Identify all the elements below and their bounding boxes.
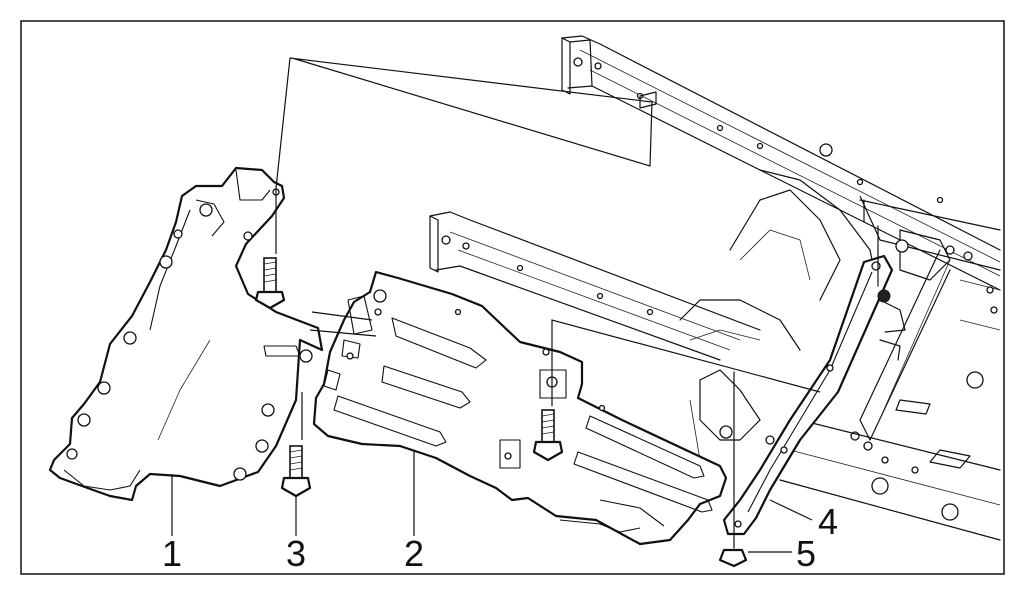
callout-3: 3	[286, 533, 306, 574]
callout-5: 5	[796, 533, 816, 574]
callout-2: 2	[404, 533, 424, 574]
front-underbody-shield	[48, 166, 324, 502]
vehicle-underbody-structure	[429, 35, 1001, 541]
bracket-nut	[718, 371, 748, 568]
reinforcement-bracket	[722, 199, 894, 536]
diagram-frame	[20, 20, 1005, 575]
shield-bolt-lower	[280, 445, 312, 498]
shield-bolt-center	[532, 409, 564, 462]
center-underbody-shield	[312, 270, 728, 546]
callout-1: 1	[162, 533, 182, 574]
callout-4: 4	[818, 501, 838, 542]
callout-leaders	[171, 450, 813, 553]
shield-bolt-upper	[254, 257, 286, 310]
assembly-leader-lines	[275, 57, 881, 440]
